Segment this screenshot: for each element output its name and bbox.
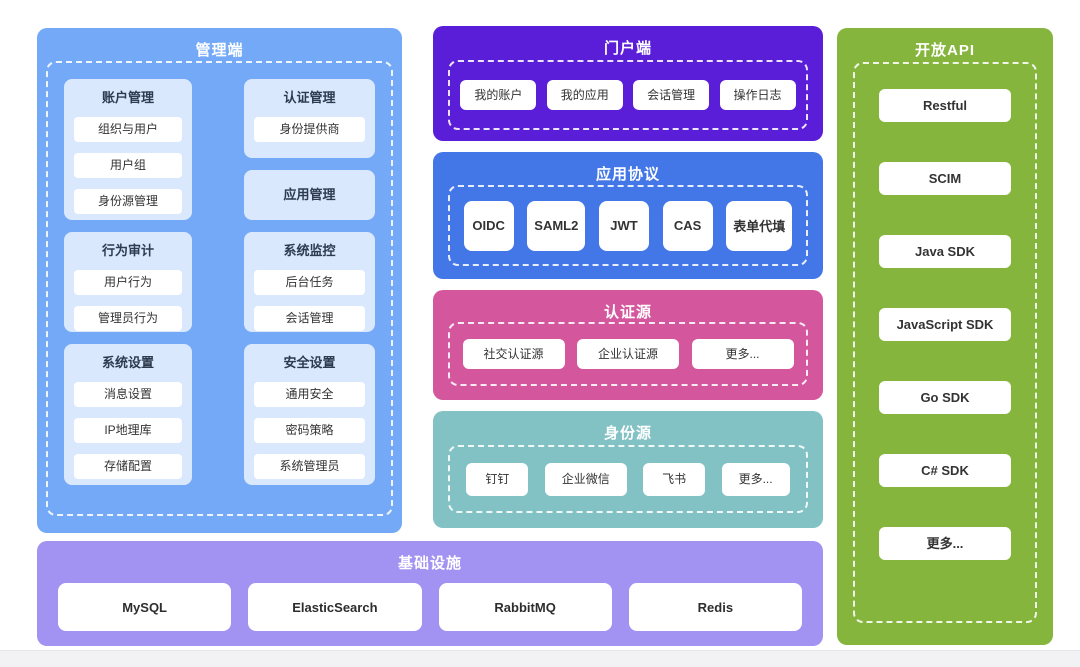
protocols-block: 应用协议 OIDC SAML2 JWT CAS 表单代填 xyxy=(433,152,823,279)
admin-card: 应用管理 xyxy=(244,170,375,220)
admin-card-title: 系统监控 xyxy=(283,243,336,258)
protocol-item: OIDC xyxy=(463,200,514,251)
admin-card-item: 存储配置 xyxy=(74,454,182,479)
admin-card-title: 应用管理 xyxy=(283,187,336,202)
portal-item: 会话管理 xyxy=(633,80,710,110)
infrastructure-items-row: MySQL ElasticSearch RabbitMQ Redis xyxy=(58,583,802,631)
admin-card: 系统监控 后台任务 会话管理 xyxy=(244,232,375,332)
admin-column-left: 账户管理 组织与用户 用户组 身份源管理 行为 xyxy=(64,79,192,498)
infrastructure-block: 基础设施 MySQL ElasticSearch RabbitMQ Redis xyxy=(37,541,823,646)
protocols-block-title: 应用协议 xyxy=(595,166,660,183)
admin-card-items: 后台任务 会话管理 xyxy=(254,270,365,331)
admin-card-item: 身份提供商 xyxy=(254,117,365,142)
admin-card-item: 身份源管理 xyxy=(74,189,182,214)
identity-sources-block: 身份源 钉钉 企业微信 飞书 更多... xyxy=(433,411,823,528)
portal-item: 我的应用 xyxy=(546,80,623,110)
admin-card-item: IP地理库 xyxy=(74,418,182,443)
identity-source-item: 企业微信 xyxy=(544,462,627,496)
open-api-item: Restful xyxy=(879,89,1011,122)
protocol-item: 表单代填 xyxy=(726,200,793,251)
portal-dashed-container: 我的账户 我的应用 会话管理 操作日志 xyxy=(448,60,808,130)
admin-card-items: 组织与用户 用户组 身份源管理 xyxy=(74,117,182,214)
admin-card-items: 消息设置 IP地理库 存储配置 xyxy=(74,382,182,479)
admin-card-item: 用户组 xyxy=(74,153,182,178)
portal-item: 操作日志 xyxy=(719,80,796,110)
admin-card-title: 账户管理 xyxy=(101,90,154,105)
auth-source-item: 更多... xyxy=(691,339,794,369)
admin-card-title: 认证管理 xyxy=(283,90,336,105)
admin-card-item: 消息设置 xyxy=(74,382,182,407)
open-api-block-title: 开放API xyxy=(914,42,975,59)
identity-source-item: 钉钉 xyxy=(466,462,529,496)
admin-card-item: 密码策略 xyxy=(254,418,365,443)
admin-block: 管理端 账户管理 组织与用户 用户组 身份源管理 xyxy=(37,28,402,533)
infrastructure-item: Redis xyxy=(628,583,802,631)
open-api-item: Java SDK xyxy=(879,235,1011,268)
admin-card-items: 身份提供商 xyxy=(254,117,365,142)
auth-source-item: 企业认证源 xyxy=(577,339,679,369)
open-api-item: JavaScript SDK xyxy=(879,308,1011,341)
admin-card-item: 用户行为 xyxy=(74,270,182,295)
protocol-item: JWT xyxy=(598,200,649,251)
portal-item: 我的账户 xyxy=(460,80,537,110)
identity-source-item: 飞书 xyxy=(643,462,706,496)
admin-card-item: 组织与用户 xyxy=(74,117,182,142)
admin-column-right: 认证管理 身份提供商 应用管理 xyxy=(244,79,375,498)
infrastructure-item: MySQL xyxy=(58,583,232,631)
auth-sources-block-title: 认证源 xyxy=(603,304,652,321)
open-api-item: Go SDK xyxy=(879,381,1011,414)
admin-card-item: 管理员行为 xyxy=(74,306,182,331)
open-api-dashed-container: Restful SCIM Java SDK JavaScript SDK Go … xyxy=(853,62,1037,623)
identity-sources-dashed-container: 钉钉 企业微信 飞书 更多... xyxy=(448,445,808,513)
admin-card-title: 安全设置 xyxy=(283,355,336,370)
admin-card-item: 系统管理员 xyxy=(254,454,365,479)
admin-card: 认证管理 身份提供商 xyxy=(244,79,375,158)
portal-block-title: 门户端 xyxy=(603,40,652,57)
admin-card-item: 后台任务 xyxy=(254,270,365,295)
open-api-item: 更多... xyxy=(879,527,1011,560)
open-api-block: 开放API Restful SCIM Java SDK JavaScript S… xyxy=(837,28,1053,645)
identity-sources-block-title: 身份源 xyxy=(603,425,652,442)
admin-card-title: 行为审计 xyxy=(101,243,154,258)
admin-card-item: 会话管理 xyxy=(254,306,365,331)
admin-card: 安全设置 通用安全 密码策略 系统管理员 xyxy=(244,344,375,485)
infrastructure-item: ElasticSearch xyxy=(248,583,422,631)
protocol-item: SAML2 xyxy=(527,200,586,251)
protocols-dashed-container: OIDC SAML2 JWT CAS 表单代填 xyxy=(448,185,808,266)
admin-block-title: 管理端 xyxy=(195,42,244,59)
infrastructure-item: RabbitMQ xyxy=(438,583,612,631)
identity-source-item: 更多... xyxy=(721,462,790,496)
admin-card-item: 通用安全 xyxy=(254,382,365,407)
admin-card: 系统设置 消息设置 IP地理库 存储配置 xyxy=(64,344,192,485)
admin-card-items: 通用安全 密码策略 系统管理员 xyxy=(254,382,365,479)
admin-card: 行为审计 用户行为 管理员行为 xyxy=(64,232,192,332)
infrastructure-block-title: 基础设施 xyxy=(397,555,462,572)
admin-card-items: 用户行为 管理员行为 xyxy=(74,270,182,331)
auth-source-item: 社交认证源 xyxy=(462,339,565,369)
auth-sources-dashed-container: 社交认证源 企业认证源 更多... xyxy=(448,322,808,386)
open-api-item: SCIM xyxy=(879,162,1011,195)
page-bottom-strip xyxy=(0,650,1080,667)
admin-card-title: 系统设置 xyxy=(101,355,154,370)
portal-block: 门户端 我的账户 我的应用 会话管理 操作日志 xyxy=(433,26,823,141)
open-api-item: C# SDK xyxy=(879,454,1011,487)
admin-card: 账户管理 组织与用户 用户组 身份源管理 xyxy=(64,79,192,220)
protocol-item: CAS xyxy=(662,200,713,251)
admin-dashed-container: 账户管理 组织与用户 用户组 身份源管理 行为 xyxy=(46,61,393,516)
auth-sources-block: 认证源 社交认证源 企业认证源 更多... xyxy=(433,290,823,400)
